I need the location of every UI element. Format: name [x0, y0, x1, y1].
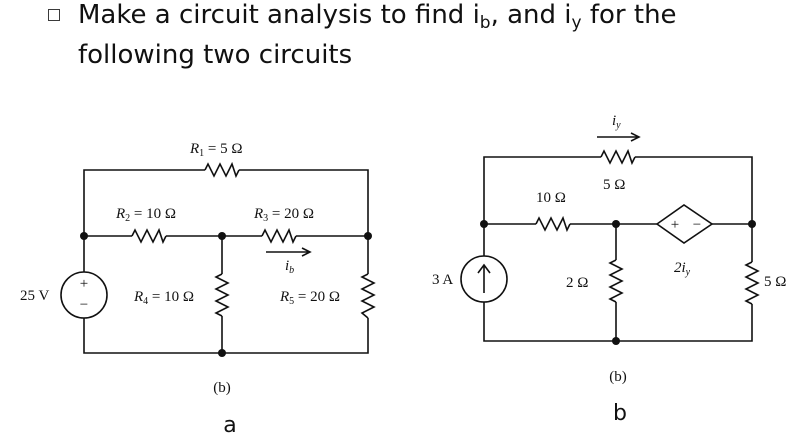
circuit-b-r2-label: 2 Ω — [566, 275, 588, 291]
circuit-b: + − 3 A 5 Ω 10 Ω 2 Ω 5 Ω 2iy iy (b) b — [432, 113, 786, 426]
circuit-b-r-top-resistor — [600, 148, 636, 166]
circuit-a-r4-label: R4 = 10 Ω — [133, 289, 194, 307]
circuit-a-source-label: 25 V — [20, 288, 49, 304]
circuit-a-r2-resistor — [131, 227, 167, 245]
circuit-b-caption: (b) — [609, 369, 627, 385]
circuit-a: + − 25 V R1 = 5 Ω R2 = 10 Ω R3 = 20 Ω R4… — [20, 141, 376, 438]
circuit-b-node-bottom — [612, 337, 620, 345]
slide-title: Make a circuit analysis to find ib, and … — [78, 0, 778, 75]
circuit-a-r4-resistor — [214, 273, 230, 317]
circuit-a-node-right — [364, 232, 372, 240]
circuit-a-node-left — [80, 232, 88, 240]
circuit-a-node-bottom — [218, 349, 226, 357]
title-line2: following two circuits — [78, 40, 353, 70]
circuit-a-r1-resistor — [204, 161, 240, 179]
circuit-a-voltage-source — [60, 271, 108, 319]
circuit-b-current-label: iy — [612, 113, 621, 131]
title-sub2: y — [571, 13, 582, 33]
title-part3: for the — [581, 0, 677, 30]
title-part2: , and i — [490, 0, 572, 30]
circuit-a-current-label: ib — [285, 258, 294, 276]
circuit-a-r3-resistor — [261, 227, 297, 245]
circuit-a-r2-label: R2 = 10 Ω — [115, 206, 176, 224]
circuit-a-r5-resistor — [360, 273, 376, 319]
circuit-a-wire-top — [83, 169, 369, 236]
circuit-a-r5-label: R5 = 20 Ω — [279, 289, 340, 307]
circuit-b-current-source — [460, 255, 508, 303]
circuit-b-r5-label: 5 Ω — [764, 274, 786, 290]
circuit-a-r3-label: R3 = 20 Ω — [253, 206, 314, 224]
circuit-a-node-mid — [218, 232, 226, 240]
circuit-a-letter: a — [223, 413, 236, 438]
circuit-a-current-arrow — [266, 247, 312, 257]
circuit-a-minus-sign: − — [80, 297, 88, 313]
title-part1: Make a circuit analysis to find i — [78, 0, 480, 30]
circuit-b-dependent-source — [655, 204, 714, 244]
circuit-b-wire-top — [483, 156, 753, 224]
circuit-b-r5-resistor — [744, 261, 760, 305]
circuit-a-caption: (b) — [213, 380, 231, 396]
circuit-b-dep-label: 2iy — [674, 260, 691, 278]
circuit-b-node-mid — [612, 220, 620, 228]
circuit-b-r-top-label: 5 Ω — [603, 177, 625, 193]
circuit-b-current-arrow — [597, 132, 641, 142]
circuit-b-node-left — [480, 220, 488, 228]
circuit-b-dep-plus: + — [671, 217, 679, 233]
circuit-b-dep-minus: − — [693, 217, 701, 233]
square-bullet-icon — [48, 9, 60, 21]
circuit-b-source-arrow-icon — [477, 263, 491, 293]
title-sub1: b — [479, 13, 491, 33]
circuit-b-source-label: 3 A — [432, 272, 453, 288]
circuit-b-r2-resistor — [608, 259, 624, 303]
circuit-b-r10-label: 10 Ω — [536, 190, 566, 206]
circuit-b-letter: b — [613, 401, 627, 426]
circuit-a-plus-sign: + — [80, 276, 88, 292]
circuit-a-r1-label: R1 = 5 Ω — [189, 141, 243, 159]
circuit-b-node-right — [748, 220, 756, 228]
circuit-b-r10-resistor — [535, 215, 571, 233]
